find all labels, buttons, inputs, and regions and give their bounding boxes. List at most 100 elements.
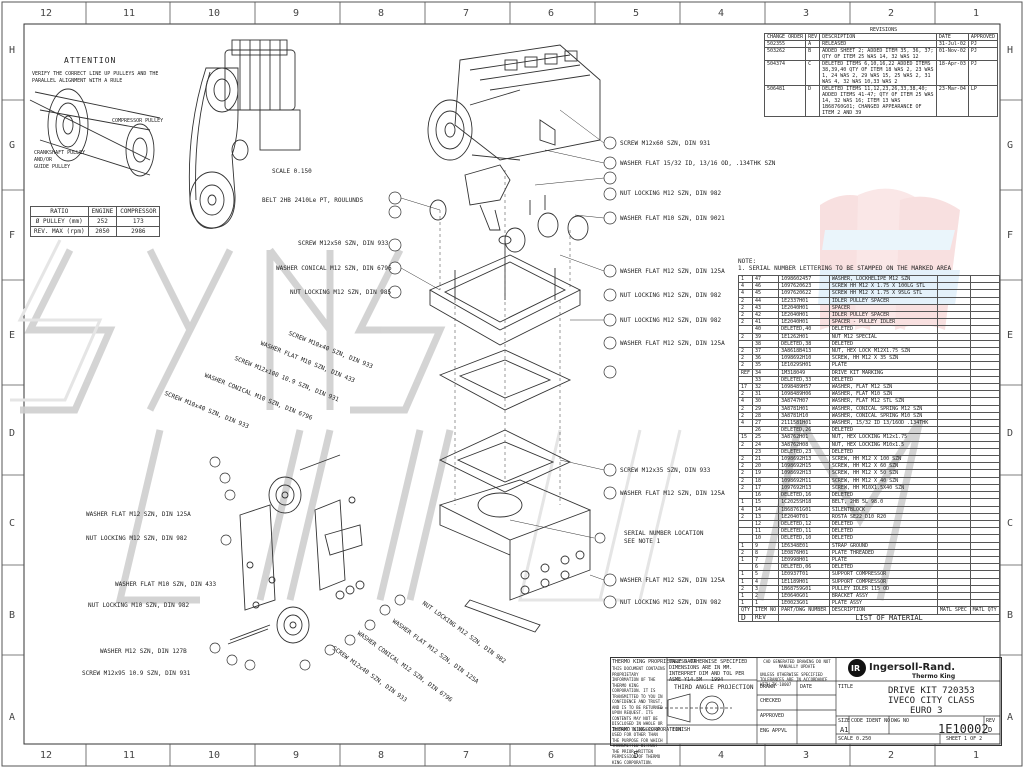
ratio-cell: 2986 xyxy=(116,226,161,237)
bom-cell: 1E1262H01 xyxy=(778,332,830,341)
bom-cell: WASHER, FLAT M12 STL SZN xyxy=(828,397,938,406)
bom-cell: 6 xyxy=(752,563,780,572)
bom-cell-empty xyxy=(969,354,1001,363)
bom-cell-empty xyxy=(936,505,971,514)
bom-cell: SCREW HH M12 X 1.75 X 100LG STL xyxy=(828,282,938,291)
bom-cell: PLATE xyxy=(828,361,938,370)
bom-cell: 28 xyxy=(752,411,780,421)
bom-cell-empty xyxy=(936,498,971,507)
bom-cell-empty xyxy=(936,303,971,313)
bom-cell: 4 xyxy=(737,282,754,291)
bom-cell: DELETED xyxy=(828,519,938,529)
bom-cell-empty xyxy=(969,440,1001,449)
title-block xyxy=(610,657,1002,746)
frame-row-letter: H xyxy=(1007,45,1014,56)
bom-cell: 4 xyxy=(737,397,754,406)
frame-col-number: 6 xyxy=(548,750,555,761)
bom-cell: STRAP GROUND xyxy=(828,541,938,550)
bom-footer-cell: DESCRIPTION xyxy=(828,606,938,615)
bom-cell: DELETED xyxy=(828,563,938,572)
bom-cell-empty xyxy=(936,339,971,349)
frame-col-number: 9 xyxy=(293,8,300,19)
note-title: NOTE: xyxy=(738,258,757,265)
bom-cell: 29 xyxy=(752,404,780,413)
revision-cell: 23-Mar-04 xyxy=(935,85,969,117)
revisions-title: REVISIONS xyxy=(870,27,898,33)
bom-rev-value: D xyxy=(737,613,754,622)
bom-cell: 8 xyxy=(752,548,780,557)
bom-cell: 5 xyxy=(752,570,780,579)
bom-cell: 1 xyxy=(737,591,754,601)
revision-cell: RELEASED xyxy=(819,40,937,48)
callout-label: SCREW M12x95 10.9 SZN, DIN 931 xyxy=(82,670,191,677)
bom-cell-empty xyxy=(969,426,1001,435)
bom-cell: 25 xyxy=(752,433,780,442)
ratio-header: ENGINE xyxy=(87,206,118,217)
bom-cell: 34 xyxy=(752,368,780,377)
frame-col-number: 8 xyxy=(378,8,385,19)
bom-cell: DELETED xyxy=(828,426,938,435)
bom-cell: 2 xyxy=(737,311,754,320)
bom-cell: WASHER, LOCKHELIPE M12 SZN xyxy=(828,274,938,284)
bom-cell: DELETED,26 xyxy=(778,426,830,435)
belt-label: BELT 2HB 2410Le PT, ROULUNDS xyxy=(262,197,364,204)
frame-col-number: 2 xyxy=(888,750,895,761)
bom-cell: 1 xyxy=(737,498,754,507)
bom-cell: 4 xyxy=(752,577,780,586)
crankshaft-label-1: CRANKSHAFT PULLEY xyxy=(34,150,86,156)
revision-cell: C xyxy=(805,60,821,86)
frame-col-number: 3 xyxy=(803,8,810,19)
bom-cell: 2 xyxy=(737,404,754,413)
bom-cell: WASHER, FLAT M10 SZN xyxy=(828,390,938,399)
callout-label: WASHER FLAT M12 SZN, DIN 125A xyxy=(620,490,725,497)
frame-row-letter: A xyxy=(1007,712,1014,723)
bom-footer-cell: MATL QTY xyxy=(969,606,1001,615)
bom-cell: 31 xyxy=(752,390,780,399)
frame-col-number: 7 xyxy=(463,8,470,19)
bom-cell-empty xyxy=(969,491,1001,500)
bom-cell xyxy=(737,491,754,500)
bom-cell: SCREW HH M12 X 1.75 X 95LG STL xyxy=(828,289,938,298)
third-angle-symbol xyxy=(660,693,732,723)
callout-label: SCREW M12x60 SZN, DIN 931 xyxy=(620,140,711,147)
bom-cell: 1B68759G01 xyxy=(778,584,830,593)
bom-cell: 18 xyxy=(752,476,780,485)
exploded-bracket-top xyxy=(429,164,589,253)
revision-cell: ADDED SHEET 2; ADDED ITEM 35, 36, 37; QT… xyxy=(819,47,937,61)
frame-col-number: 8 xyxy=(378,750,385,761)
bom-cell-empty xyxy=(936,584,971,593)
bom-cell-empty xyxy=(936,476,971,485)
bom-cell: 3A8762H01 xyxy=(778,433,830,442)
bom-cell-empty xyxy=(936,289,971,298)
bom-cell-empty xyxy=(969,390,1001,399)
bom-cell: 36 xyxy=(752,354,780,363)
callout-label: NUT LOCKING M12 SZN, DIN 982 xyxy=(620,190,722,197)
bom-footer-cell: MATL SPEC xyxy=(936,606,971,615)
sheet-value: SHEET 1 OF 2 xyxy=(946,736,983,742)
bom-cell xyxy=(737,519,754,529)
callout-label: WASHER M12 SZN, DIN 127B xyxy=(100,648,187,655)
bom-cell-empty xyxy=(936,347,971,356)
bom-cell: 37 xyxy=(752,347,780,356)
scale-label: SCALE 0.150 xyxy=(272,168,312,175)
bom-cell: NUT, HEX LOCKING M12x1.75 xyxy=(828,433,938,442)
bom-cell: 1E2040H01 xyxy=(778,303,830,313)
frame-row-letter: D xyxy=(1007,428,1014,439)
bom-cell: 1M318049 xyxy=(778,368,830,377)
bom-cell: 2 xyxy=(752,591,780,601)
leader-lines xyxy=(400,109,605,581)
callout-label: WASHER FLAT M12 SZN, DIN 125A xyxy=(86,511,191,518)
bom-cell-empty xyxy=(936,419,971,428)
